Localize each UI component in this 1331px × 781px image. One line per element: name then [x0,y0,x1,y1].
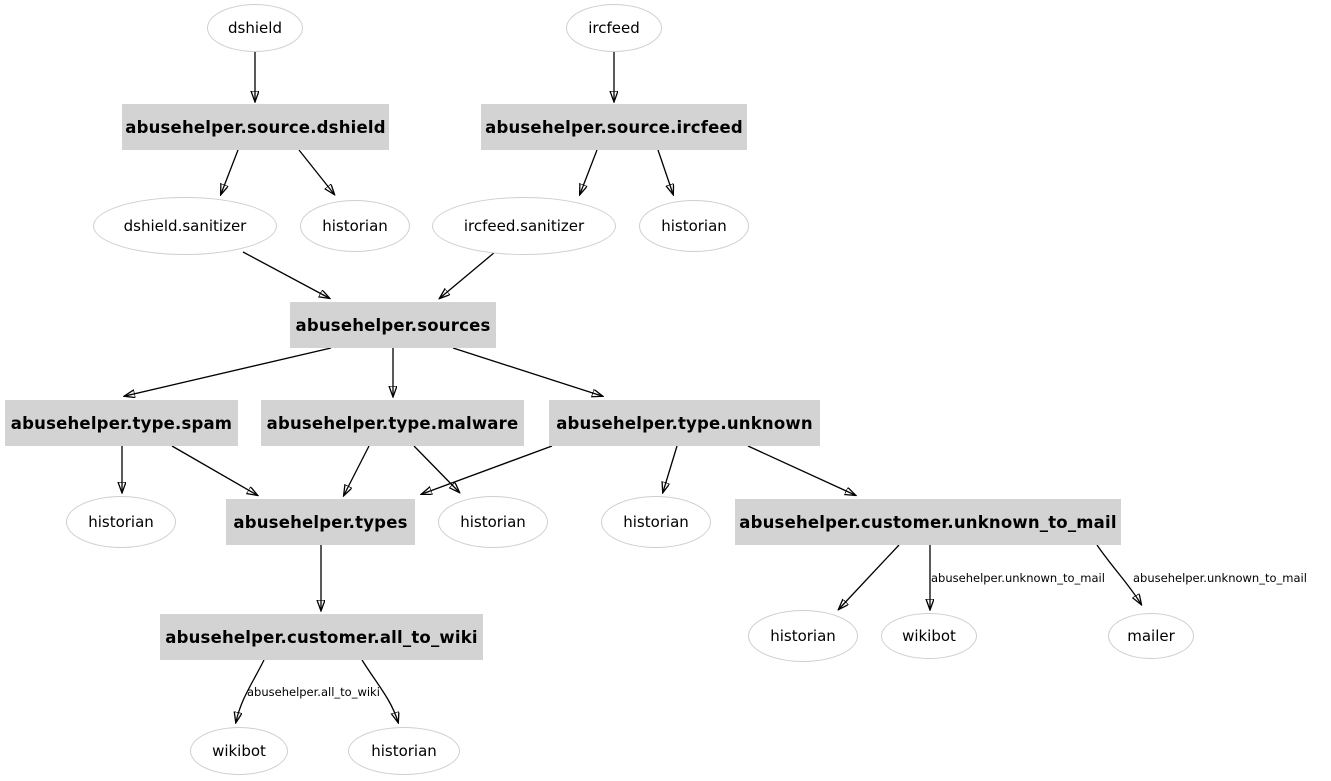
edge-unknown-to-mail-to-historian [839,544,900,609]
edge-all-to-wiki-to-historian [361,659,398,722]
edge-type-unknown-to-types [422,445,553,494]
node-sources: abusehelper.sources [290,302,496,348]
edge-sources-to-type-unknown [452,347,602,396]
node-historian-all-to-wiki: historian [348,727,460,775]
edge-all-to-wiki-to-wikibot [236,659,265,722]
node-type-unknown: abusehelper.type.unknown [549,400,820,446]
node-mailer: mailer [1108,613,1194,659]
node-wikibot-unknown-to-mail: wikibot [881,613,977,659]
node-historian-spam: historian [66,496,176,548]
edge-source-ircfeed-to-historian [657,149,673,194]
edge-ircfeed-sanitizer-to-sources [440,251,496,298]
node-historian-unknown: historian [601,496,711,548]
node-historian-malware: historian [438,496,548,548]
node-type-spam: abusehelper.type.spam [5,400,238,446]
edge-label-all-to-wiki-wikibot: abusehelper.all_to_wiki [247,685,380,699]
edge-type-unknown-to-unknown-to-mail [747,445,855,495]
edge-dshield-sanitizer-to-sources [242,251,329,298]
node-ircfeed-sanitizer: ircfeed.sanitizer [432,197,616,255]
edge-sources-to-type-spam [125,347,332,396]
node-ircfeed: ircfeed [566,4,662,52]
node-historian-unknown-to-mail: historian [748,610,858,662]
node-source-ircfeed: abusehelper.source.ircfeed [481,104,747,150]
edge-type-malware-to-types [344,445,370,495]
edge-label-unknown-to-mail-wikibot: abusehelper.unknown_to_mail [931,571,1105,585]
edge-source-ircfeed-to-ircfeed-sanitizer [580,149,598,194]
edge-type-malware-to-historian [413,445,459,492]
node-historian-src-dshield: historian [300,200,410,252]
edge-type-spam-to-types [171,445,257,495]
node-type-malware: abusehelper.type.malware [261,400,524,446]
edge-unknown-to-mail-to-mailer [1096,544,1141,604]
edge-source-dshield-to-dshield-sanitizer [221,149,239,194]
node-dshield-sanitizer: dshield.sanitizer [93,197,277,255]
node-customer-unknown-to-mail: abusehelper.customer.unknown_to_mail [735,499,1121,545]
node-historian-src-ircfeed: historian [639,200,749,252]
edge-type-unknown-to-historian [663,445,678,492]
edge-label-unknown-to-mail-mailer: abusehelper.unknown_to_mail [1133,571,1307,585]
edge-source-dshield-to-historian [298,149,334,194]
node-dshield: dshield [207,4,303,52]
node-wikibot-all-to-wiki: wikibot [190,727,288,775]
node-customer-all-to-wiki: abusehelper.customer.all_to_wiki [160,614,483,660]
node-source-dshield: abusehelper.source.dshield [122,104,389,150]
node-types: abusehelper.types [226,499,415,545]
